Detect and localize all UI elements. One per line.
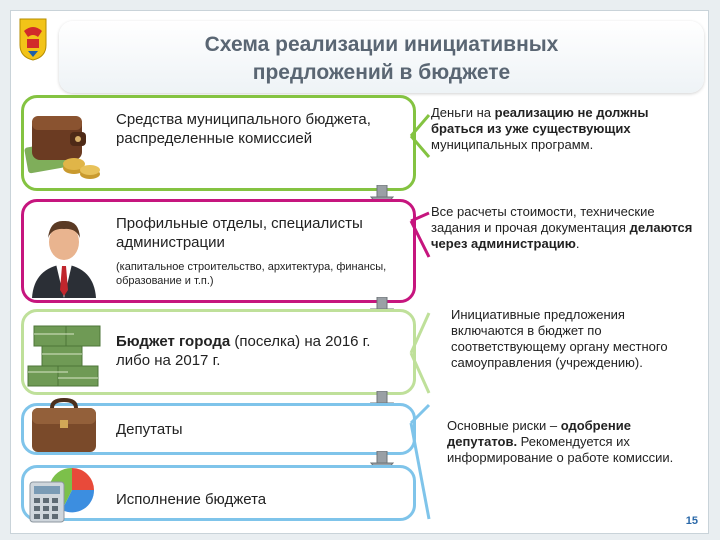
note-risks-bold: одобрение депутатов. — [447, 418, 631, 449]
briefcase-icon — [32, 397, 96, 452]
note-pointer-icon — [409, 403, 431, 520]
stage-deputies: Депутаты — [21, 397, 416, 455]
stage-profile-departments: Профильные отделы, специалисты администр… — [21, 199, 416, 303]
note-funding-part2: муниципальных программ. — [431, 137, 594, 152]
stage-municipal-funds-text: Средства муниципального бюджета, распред… — [116, 111, 371, 147]
stage-city-budget-rest: (поселка) на 2016 г. либо на 2017 г. — [116, 333, 371, 369]
stage-city-budget-bold: Бюджет города — [116, 333, 231, 350]
stage-deputies-text: Депутаты — [116, 421, 183, 438]
note-risks-part1: Основные риски – — [447, 418, 561, 433]
note-calculations: Все расчеты стоимости, технические задан… — [431, 204, 703, 252]
note-inclusion: Инициативные предложения включаются в бю… — [451, 307, 668, 370]
note-funding-part1: Деньги на — [431, 105, 495, 120]
stage-budget-execution: Исполнение бюджета — [21, 465, 416, 523]
note-funding: Деньги на реализацию не должны браться и… — [431, 105, 703, 153]
money-stacks-icon — [27, 325, 101, 387]
note-pointer-icon — [409, 114, 431, 158]
note-calculations-part1: Все расчеты стоимости, технические задан… — [431, 204, 655, 235]
note-calculations-part2: . — [575, 236, 580, 251]
note-risks: Основные риски – одобрение депутатов. Ре… — [447, 418, 697, 466]
note-pointer-icon — [409, 211, 431, 258]
coat-of-arms-icon — [19, 18, 47, 61]
businessman-icon — [32, 220, 96, 298]
slide-title-line2: предложений в бюджете — [252, 61, 511, 84]
note-funding-bold: реализацию не должны браться из уже суще… — [431, 105, 649, 136]
stage-budget-execution-text: Исполнение бюджета — [116, 491, 267, 508]
note-pointer-icon — [409, 312, 431, 394]
title-banner: Схема реализации инициативных предложени… — [59, 21, 704, 93]
slide: Схема реализации инициативных предложени… — [10, 10, 709, 534]
stage-city-budget: Бюджет города (поселка) на 2016 г. либо … — [21, 309, 416, 395]
slide-title-line1: Схема реализации инициативных — [204, 33, 559, 56]
page-number: 15 — [685, 515, 698, 527]
stage-profile-departments-textblock: Профильные отделы, специалисты администр… — [116, 214, 395, 288]
note-risks-part2: Рекомендуется их информирование о работе… — [447, 434, 674, 465]
calculator-chart-icon — [29, 467, 95, 523]
stage-city-budget-text: Бюджет города (поселка) на 2016 г. либо … — [116, 332, 395, 370]
wallet-icon — [24, 116, 100, 179]
stage-profile-departments-text: Профильные отделы, специалисты администр… — [116, 215, 363, 251]
stage-profile-departments-subtext: (капитальное строительство, архитектура,… — [116, 261, 387, 287]
note-calculations-bold: делаются через администрацию — [431, 220, 693, 251]
stage-municipal-funds: Средства муниципального бюджета, распред… — [21, 95, 416, 191]
